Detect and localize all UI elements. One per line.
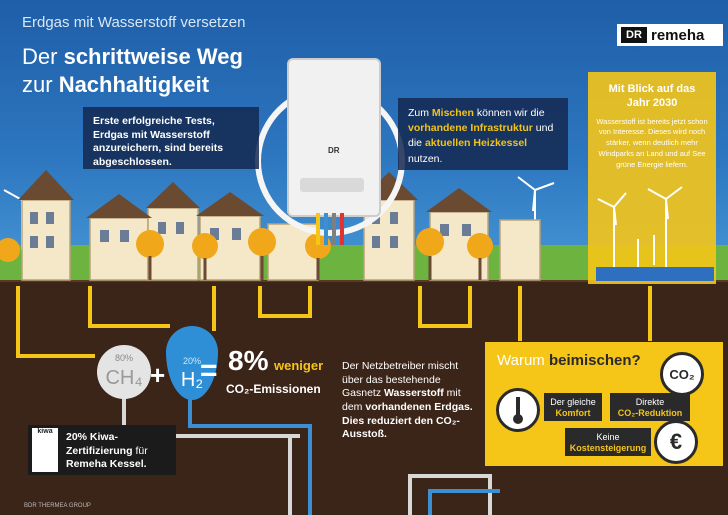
future-2030-panel: Mit Blick auf das Jahr 2030 Wasserstoff … <box>588 72 716 284</box>
logo-text: remeha <box>651 26 705 44</box>
plus-sign: + <box>150 360 166 390</box>
h2-formula: H₂ <box>180 369 204 391</box>
kiwa-logo: kiwa <box>32 428 58 472</box>
co2-reduction-card: Direkte CO₂-Reduktion <box>610 393 690 421</box>
ch4-formula: CH₄ <box>105 367 143 389</box>
houses-row <box>0 170 541 281</box>
euro-icon: € <box>654 420 698 464</box>
page-title-line2: zur Nachhaltigkeit <box>22 72 210 97</box>
tests-note: Erste erfolgreiche Tests, Erdgas mit Was… <box>83 107 259 169</box>
remeha-logo: DR remeha <box>617 24 723 46</box>
boiler-panel <box>300 178 364 192</box>
future-text: Wasserstoff ist bereits jetzt schon von … <box>596 116 708 170</box>
thermometer-icon <box>496 388 540 432</box>
comfort-card: Der gleiche Komfort <box>544 393 602 421</box>
co2-emissions-label: CO₂-Emissionen <box>226 382 321 396</box>
underground-pipes <box>16 286 652 515</box>
emission-reduction-suffix: weniger <box>274 358 324 373</box>
boiler-logo: DR <box>328 146 340 155</box>
wind-farm-icon <box>596 186 714 281</box>
why-title: Warum beimischen? <box>497 352 641 369</box>
page-subtitle: Erdgas mit Wasserstoff versetzen <box>22 14 246 31</box>
kiwa-certification-text: 20% Kiwa-Zertifizierung für Remeha Kesse… <box>66 431 148 471</box>
co2-icon: CO₂ <box>660 352 704 396</box>
no-cost-increase-card: Keine Kostensteigerung <box>565 428 651 456</box>
ch4-percent: 80% <box>114 353 133 363</box>
h2-percent: 20% <box>182 356 201 366</box>
emission-reduction-value: 8% <box>228 345 269 376</box>
page-title-line1: Der schrittweise Weg <box>22 44 243 69</box>
ch4-bubble: 80% CH₄ <box>97 345 151 399</box>
mix-note: Zum Mischen können wir die vorhandene In… <box>398 98 568 170</box>
future-title: Mit Blick auf das Jahr 2030 <box>608 83 696 110</box>
logo-mark: DR <box>621 27 647 43</box>
boiler-illustration <box>287 58 381 217</box>
network-operator-text: Der Netzbetreiber mischt über das besteh… <box>342 360 473 441</box>
equals-sign: = <box>200 354 218 387</box>
footer-group-name: BDR THERMEA GROUP <box>24 503 91 509</box>
h2-droplet: 20% H₂ <box>166 326 218 400</box>
